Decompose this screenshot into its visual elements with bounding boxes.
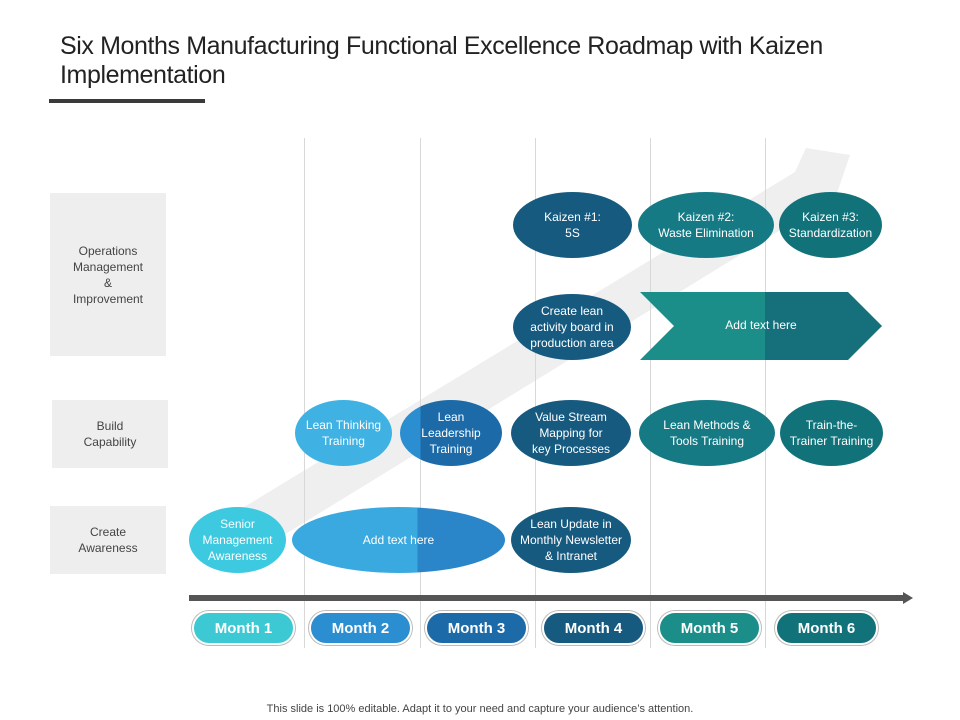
senior-management-label: Senior Management Awareness	[202, 517, 273, 563]
lean-leadership-node: Lean Leadership Training	[400, 400, 502, 466]
lean-methods-node: Lean Methods & Tools Training	[639, 400, 775, 466]
row-label-create-awareness: Create Awareness	[50, 506, 166, 574]
add-text-ellipse: Add text here	[292, 507, 505, 573]
kaizen-1-label: Kaizen #1: 5S	[544, 210, 601, 240]
month-6-button[interactable]: Month 6	[775, 611, 878, 645]
add-text-ellipse-label: Add text here	[362, 533, 435, 547]
month-2-button[interactable]: Month 2	[309, 611, 412, 645]
add-text-chevron-label: Add text here	[725, 318, 797, 332]
title-underline	[49, 99, 205, 103]
kaizen-3-label: Kaizen #3: Standardization	[788, 210, 873, 240]
gridline	[420, 138, 421, 648]
month-4-button[interactable]: Month 4	[542, 611, 645, 645]
lean-board-label: Create lean activity board in production…	[530, 304, 614, 350]
month-3-button[interactable]: Month 3	[425, 611, 528, 645]
gridline	[304, 138, 305, 648]
gridline	[535, 138, 536, 648]
lean-methods-label: Lean Methods & Tools Training	[663, 418, 751, 448]
row-label-operations: Operations Management & Improvement	[50, 193, 166, 356]
page-title: Six Months Manufacturing Functional Exce…	[60, 32, 823, 89]
month-5-button[interactable]: Month 5	[658, 611, 761, 645]
month-1-button[interactable]: Month 1	[192, 611, 295, 645]
gridline	[765, 138, 766, 648]
lean-update-label: Lean Update in Monthly Newsletter & Intr…	[519, 517, 623, 563]
lean-leadership-label: Lean Leadership Training	[421, 410, 481, 456]
timeline-arrow	[189, 592, 913, 604]
senior-management-node: Senior Management Awareness	[189, 507, 286, 573]
gridline	[650, 138, 651, 648]
footer-note: This slide is 100% editable. Adapt it to…	[266, 703, 694, 715]
lean-thinking-label: Lean Thinking Training	[305, 418, 382, 448]
lean-update-node: Lean Update in Monthly Newsletter & Intr…	[511, 507, 631, 573]
kaizen-1-node: Kaizen #1: 5S	[513, 192, 632, 258]
lean-board-node: Create lean activity board in production…	[513, 294, 631, 360]
value-stream-label: Value Stream Mapping for key Processes	[531, 410, 611, 456]
kaizen-3-node: Kaizen #3: Standardization	[779, 192, 882, 258]
train-trainer-label: Train-the- Trainer Training	[789, 418, 874, 448]
kaizen-2-node: Kaizen #2: Waste Elimination	[638, 192, 774, 258]
add-text-chevron	[640, 292, 882, 360]
lean-thinking-node: Lean Thinking Training	[295, 400, 392, 466]
train-trainer-node: Train-the- Trainer Training	[780, 400, 883, 466]
row-label-build-capability: Build Capability	[52, 400, 168, 468]
kaizen-2-label: Kaizen #2: Waste Elimination	[658, 210, 754, 240]
value-stream-node: Value Stream Mapping for key Processes	[511, 400, 631, 466]
